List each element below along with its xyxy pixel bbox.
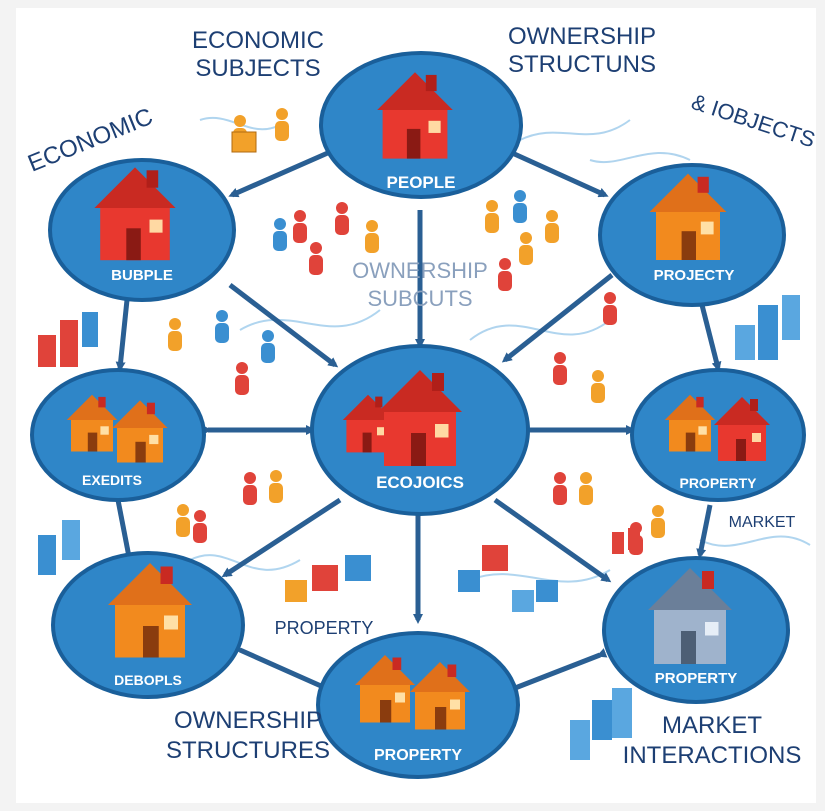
person-icon <box>273 218 287 251</box>
label-ownership-bottom: OWNERSHIP <box>174 707 322 734</box>
label-subcuts-center: SUBCUTS <box>367 286 472 311</box>
person-icon <box>553 472 567 505</box>
node-mid-left: EXEDITS <box>30 368 206 502</box>
person-icon <box>545 210 559 243</box>
label-market-right: MARKET <box>729 514 796 531</box>
node-center: ECOJOICS <box>310 344 530 516</box>
node-label-lower-left: DEBOPLS <box>114 672 182 688</box>
label-structures-bottom: STRUCTURES <box>166 737 330 764</box>
label-ownership-center: OWNERSHIP <box>352 258 488 283</box>
person-icon <box>335 202 349 235</box>
person-icon <box>269 470 283 503</box>
label-ownership-top: OWNERSHIP <box>508 23 656 50</box>
person-icon <box>215 310 229 343</box>
node-label-lower-right: PROPERTY <box>655 670 738 687</box>
person-icon <box>309 242 323 275</box>
label-market-bottom: MARKET <box>662 712 762 739</box>
node-label-center: ECOJOICS <box>376 473 464 492</box>
label-interactions-bottom: INTERACTIONS <box>623 742 802 769</box>
person-icon <box>498 258 512 291</box>
person-icon <box>293 210 307 243</box>
person-icon <box>485 200 499 233</box>
person-icon <box>365 220 379 253</box>
person-icon <box>553 352 567 385</box>
connector-arrows <box>115 144 722 693</box>
node-top-people: PEOPLE <box>319 51 523 199</box>
person-icon <box>168 318 182 351</box>
person-icon <box>513 190 527 223</box>
person-icon <box>591 370 605 403</box>
node-upper-left: BUBPLE <box>48 158 236 302</box>
node-label-upper-right: PROJECTY <box>654 267 735 284</box>
block-cluster-center <box>285 528 640 612</box>
person-icon <box>519 232 533 265</box>
person-icon <box>275 108 289 141</box>
node-upper-right: PROJECTY <box>598 163 786 307</box>
person-icon <box>603 292 617 325</box>
node-lower-right: PROPERTY <box>602 556 790 704</box>
person-icon <box>261 330 275 363</box>
node-lower-left: DEBOPLS <box>51 551 245 699</box>
node-label-top: PEOPLE <box>387 173 456 192</box>
person-icon <box>651 505 665 538</box>
node-label-bottom: PROPERTY <box>374 747 462 764</box>
label-subjects-top: SUBJECTS <box>195 55 320 82</box>
node-mid-right: PROPERTY <box>630 368 806 502</box>
node-label-mid-left: EXEDITS <box>82 472 142 488</box>
people-cluster-top-left <box>231 108 289 153</box>
person-icon <box>579 472 593 505</box>
label-property-mid: PROPERTY <box>275 618 374 638</box>
person-icon <box>235 362 249 395</box>
person-icon <box>176 504 190 537</box>
person-icon <box>243 472 257 505</box>
node-label-mid-right: PROPERTY <box>679 475 757 491</box>
node-label-upper-left: BUBPLE <box>111 267 173 284</box>
text-labels: ECONOMIC SUBJECTS OWNERSHIP STRUCTUNS EC… <box>24 23 818 769</box>
node-bottom: PROPERTY <box>316 631 520 779</box>
person-icon <box>193 510 207 543</box>
label-economic-top: ECONOMIC <box>192 27 324 54</box>
block-cluster-left <box>38 312 98 575</box>
label-structuns-top: STRUCTUNS <box>508 51 656 78</box>
block-cluster-right <box>570 295 800 760</box>
